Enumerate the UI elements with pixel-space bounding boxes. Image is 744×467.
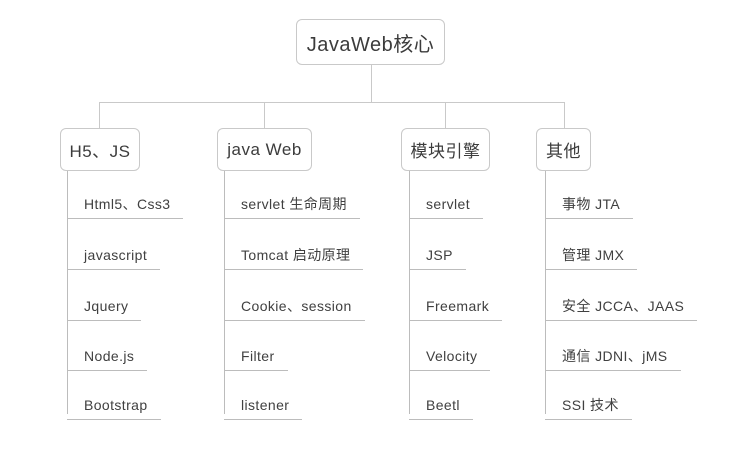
leaf-item[interactable]: listener	[224, 391, 302, 420]
leaf-item[interactable]: Velocity	[409, 342, 490, 371]
leaf-item[interactable]: SSI 技术	[545, 391, 632, 420]
spine-connector-2	[409, 171, 410, 414]
branch-drop-connector-2	[445, 102, 446, 129]
leaf-item[interactable]: 安全 JCCA、JAAS	[545, 292, 697, 321]
root-node[interactable]: JavaWeb核心	[296, 19, 445, 65]
leaf-item[interactable]: servlet 生命周期	[224, 190, 360, 219]
branch-node-module-engine[interactable]: 模块引擎	[401, 128, 490, 171]
leaf-item[interactable]: JSP	[409, 241, 466, 270]
spine-connector-0	[67, 171, 68, 414]
branch-node-java-web[interactable]: java Web	[217, 128, 312, 171]
leaf-item[interactable]: servlet	[409, 190, 483, 219]
leaf-item[interactable]: 通信 JDNI、jMS	[545, 342, 681, 371]
leaf-item[interactable]: Beetl	[409, 391, 473, 420]
leaf-item[interactable]: Jquery	[67, 292, 141, 321]
spine-connector-1	[224, 171, 225, 414]
leaf-item[interactable]: javascript	[67, 241, 160, 270]
leaf-item[interactable]: Node.js	[67, 342, 147, 371]
branch-drop-connector-3	[564, 102, 565, 129]
branch-distribution-bar	[99, 102, 565, 103]
leaf-item[interactable]: Filter	[224, 342, 288, 371]
leaf-item[interactable]: Html5、Css3	[67, 190, 183, 219]
leaf-item[interactable]: Freemark	[409, 292, 502, 321]
branch-node-h5-js[interactable]: H5、JS	[60, 128, 140, 171]
leaf-item[interactable]: Tomcat 启动原理	[224, 241, 363, 270]
root-stem-connector	[371, 65, 372, 102]
leaf-item[interactable]: 管理 JMX	[545, 241, 637, 270]
branch-drop-connector-0	[99, 102, 100, 129]
spine-connector-3	[545, 171, 546, 414]
leaf-item[interactable]: Cookie、session	[224, 292, 365, 321]
leaf-item[interactable]: 事物 JTA	[545, 190, 633, 219]
leaf-item[interactable]: Bootstrap	[67, 391, 161, 420]
branch-node-other[interactable]: 其他	[536, 128, 591, 171]
branch-drop-connector-1	[264, 102, 265, 129]
